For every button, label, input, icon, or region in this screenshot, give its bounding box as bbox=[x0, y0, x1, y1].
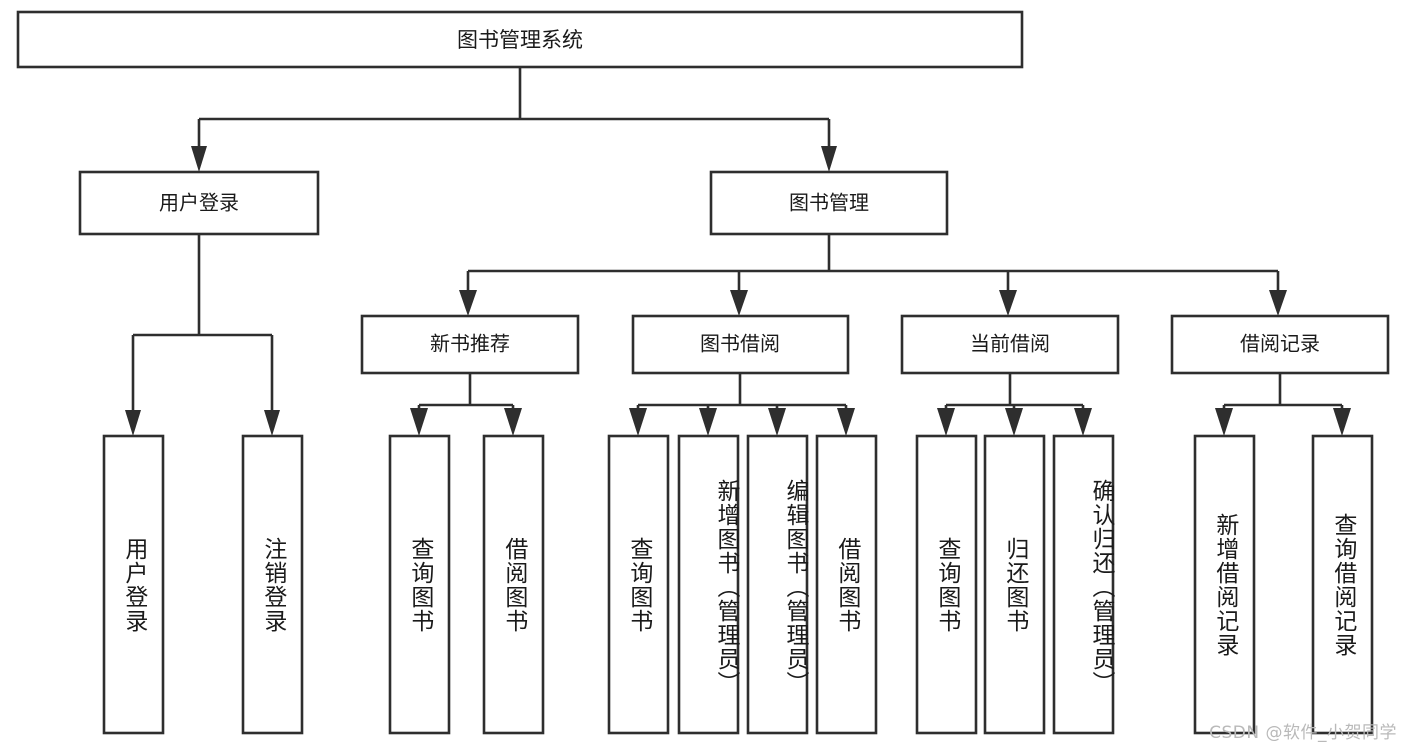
arrow-to-leaf-edit-book bbox=[768, 408, 786, 436]
node-user-login-label: 用户登录 bbox=[159, 191, 239, 215]
arrow-to-leaf-confirm-return bbox=[1074, 408, 1092, 436]
arrow-to-leaf-borrow-book-2 bbox=[837, 408, 855, 436]
arrow-to-leaf-add-record bbox=[1215, 408, 1233, 436]
node-leaf-logout-login-box[interactable] bbox=[241, 434, 304, 735]
node-root-box[interactable] bbox=[16, 10, 1024, 69]
arrow-root-to-user-login bbox=[191, 146, 207, 172]
arrow-to-leaf-query-book-1 bbox=[410, 408, 428, 436]
arrow-to-leaf-logout-login bbox=[264, 410, 280, 436]
arrow-to-borrow-record bbox=[1269, 290, 1287, 316]
node-user-login-box[interactable] bbox=[78, 170, 320, 236]
node-leaf-query-book-3-box[interactable] bbox=[915, 434, 978, 735]
arrow-root-to-book-manage bbox=[821, 146, 837, 172]
node-current-borrow-box[interactable] bbox=[900, 314, 1120, 375]
node-leaf-add-record-box[interactable] bbox=[1193, 434, 1256, 735]
node-new-book-recommend-box[interactable] bbox=[360, 314, 580, 375]
node-leaf-add-book-box[interactable] bbox=[677, 434, 740, 735]
node-borrow-record-label: 借阅记录 bbox=[1240, 332, 1320, 356]
node-book-manage-label: 图书管理 bbox=[789, 191, 869, 215]
arrow-to-leaf-query-record bbox=[1333, 408, 1351, 436]
arrow-to-new-book-recommend bbox=[459, 290, 477, 316]
node-leaf-user-login-box[interactable] bbox=[102, 434, 165, 735]
arrow-to-leaf-query-book-2 bbox=[629, 408, 647, 436]
arrow-to-book-borrow bbox=[730, 290, 748, 316]
connector-layer bbox=[125, 67, 1351, 436]
node-leaf-query-book-2-box[interactable] bbox=[607, 434, 670, 735]
node-current-borrow-label: 当前借阅 bbox=[970, 332, 1050, 356]
node-leaf-return-book-box[interactable] bbox=[983, 434, 1046, 735]
arrow-to-leaf-user-login bbox=[125, 410, 141, 436]
arrow-to-leaf-return-book bbox=[1005, 408, 1023, 436]
node-borrow-record-box[interactable] bbox=[1170, 314, 1390, 375]
node-book-borrow-box[interactable] bbox=[631, 314, 850, 375]
node-leaf-edit-book-box[interactable] bbox=[746, 434, 809, 735]
node-new-book-recommend-label: 新书推荐 bbox=[430, 332, 510, 356]
csdn-watermark: CSDN @软件_小贺同学 bbox=[1209, 723, 1397, 743]
node-leaf-borrow-book-2-box[interactable] bbox=[815, 434, 878, 735]
node-root-label: 图书管理系统 bbox=[457, 28, 583, 52]
node-layer: 图书管理系统 用户登录 图书管理 新书推荐 图书借阅 当前借阅 借阅记录 bbox=[16, 10, 1390, 735]
node-book-borrow-label: 图书借阅 bbox=[700, 332, 780, 356]
node-leaf-confirm-return-box[interactable] bbox=[1052, 434, 1115, 735]
arrow-to-leaf-add-book bbox=[699, 408, 717, 436]
arrow-to-current-borrow bbox=[999, 290, 1017, 316]
node-leaf-borrow-book-1-box[interactable] bbox=[482, 434, 545, 735]
arrow-to-leaf-query-book-3 bbox=[937, 408, 955, 436]
node-book-manage-box[interactable] bbox=[709, 170, 949, 236]
node-leaf-query-book-1-box[interactable] bbox=[388, 434, 451, 735]
arrow-to-leaf-borrow-book-1 bbox=[504, 408, 522, 436]
node-leaf-query-record-box[interactable] bbox=[1311, 434, 1374, 735]
